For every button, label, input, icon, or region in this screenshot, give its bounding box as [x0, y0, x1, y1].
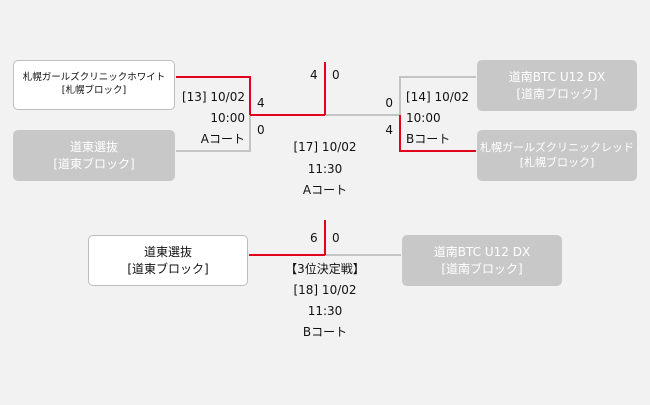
match14-time: 10:00 [406, 111, 441, 125]
match17-court: Aコート [302, 183, 348, 197]
team-box-sapporo-white: 札幌ガールズクリニックホワイト [札幌ブロック] [13, 60, 175, 110]
match18-score-left: 6 [310, 231, 318, 245]
match18-label: 【3位決定戦】 [285, 262, 365, 276]
team-block: [道南ブロック] [441, 261, 523, 276]
match13-score-bottom: 0 [257, 123, 265, 137]
team-block: [道南ブロック] [516, 86, 598, 101]
team-box-sapporo-red: 札幌ガールズクリニックレッド [札幌ブロック] [477, 130, 637, 181]
team-name: 札幌ガールズクリニックホワイト [22, 72, 166, 84]
team-name: 札幌ガールズクリニックレッド [480, 140, 634, 154]
match13-info: [13] 10/02 [181, 90, 245, 104]
team-block: [道東ブロック] [53, 156, 135, 171]
team-name: 道東選抜 [143, 245, 192, 260]
match13-score-top: 4 [257, 96, 265, 110]
line-m13-top [176, 76, 251, 115]
line-m13-bottom [176, 115, 251, 152]
match18-score-right: 0 [332, 231, 340, 245]
match17-score-right: 0 [332, 68, 340, 82]
match14-info: [14] 10/02 [406, 90, 470, 104]
match14-court: Bコート [406, 132, 451, 146]
team-block: [道東ブロック] [127, 261, 209, 276]
team-block: [札幌ブロック] [61, 85, 127, 96]
line-m14-top [399, 76, 476, 115]
match13-court: Aコート [200, 132, 245, 146]
match17-time: 11:30 [307, 162, 343, 176]
team-block: [札幌ブロック] [519, 155, 595, 169]
match18-info: [18] 10/02 [293, 283, 357, 297]
match17-score-left: 4 [310, 68, 318, 82]
team-name: 道東選抜 [69, 140, 118, 155]
team-box-donan-1: 道南BTC U12 DX [道南ブロック] [477, 60, 637, 111]
line-m14-bottom [399, 115, 476, 152]
match14-score-bottom: 4 [385, 123, 393, 137]
match13-time: 10:00 [210, 111, 245, 125]
match17-info: [17] 10/02 [293, 140, 357, 154]
team-box-doto-1: 道東選抜 [道東ブロック] [13, 130, 175, 181]
team-name: 道南BTC U12 DX [433, 245, 531, 260]
team-box-doto-2: 道東選抜 [道東ブロック] [88, 235, 248, 286]
team-name: 道南BTC U12 DX [508, 70, 606, 85]
match14-score-top: 0 [385, 96, 393, 110]
team-box-donan-2: 道南BTC U12 DX [道南ブロック] [402, 235, 562, 286]
match18-court: Bコート [302, 325, 348, 339]
match18-time: 11:30 [307, 304, 343, 318]
